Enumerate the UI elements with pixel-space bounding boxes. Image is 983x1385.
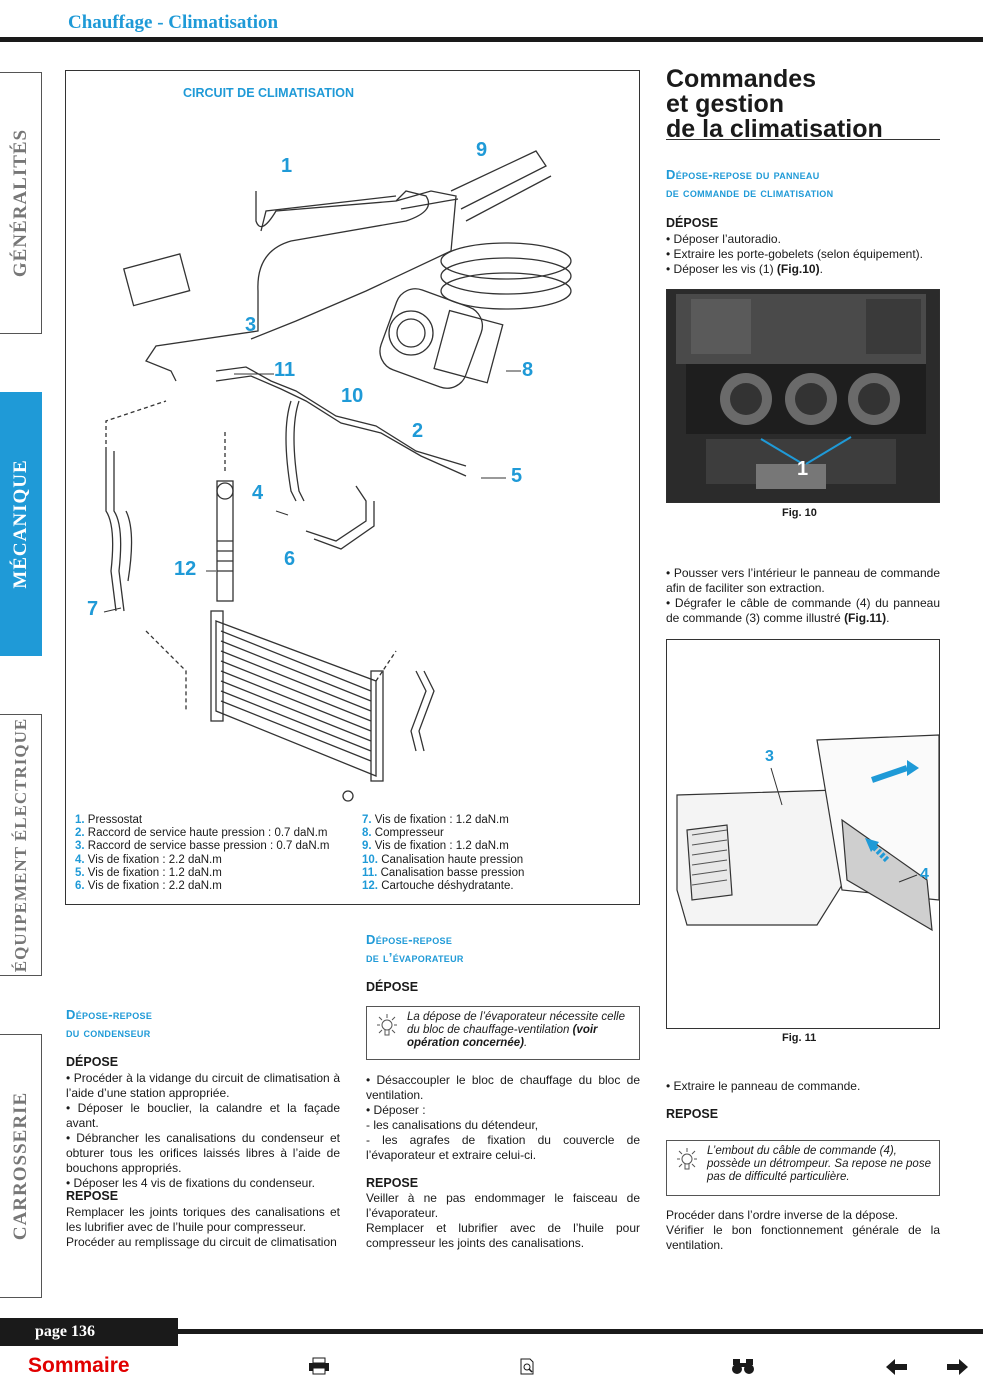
commandes-repose-label: REPOSE [666, 1107, 719, 1121]
binoculars-icon[interactable] [731, 1357, 755, 1375]
legend-item: 9. Vis de fixation : 1.2 daN.m [362, 840, 509, 853]
fig11-illustration [676, 734, 939, 932]
page-number: page 136 [0, 1318, 178, 1346]
heading-line: Dépose-repose du panneau [666, 167, 820, 182]
evaporateur-depose-text: • Désaccoupler le bloc de chauffage du b… [366, 1073, 640, 1162]
footer-rule [178, 1329, 983, 1334]
legend-item: 2. Raccord de service haute pression : 0… [75, 827, 328, 840]
fig11-caption: Fig. 11 [782, 1032, 817, 1044]
evaporateur-repose-text: Veiller à ne pas endommager le faisceau … [366, 1191, 640, 1250]
condenseur-heading: Dépose-repose du condenseur [66, 1006, 346, 1042]
legend-item: 12. Cartouche déshydratante. [362, 880, 514, 893]
fig11-callout-3: 3 [765, 748, 774, 765]
heading-line: du condenseur [66, 1025, 151, 1040]
tab-generalites[interactable]: GÉNÉRALITÉS [0, 72, 42, 334]
tab-equipement-electrique[interactable]: ÉQUIPEMENT ÉLECTRIQUE [0, 714, 42, 976]
commandes-heading: Dépose-repose du panneau de commande de … [666, 166, 940, 202]
sommaire-link[interactable]: Sommaire [28, 1354, 130, 1377]
callout-7: 7 [87, 598, 99, 620]
commandes-mid-text: • Pousser vers l’intérieur le panneau de… [666, 566, 940, 625]
evaporateur-depose-label: DÉPOSE [366, 980, 419, 994]
lightbulb-icon [377, 1014, 397, 1036]
section-title: Chauffage - Climatisation [68, 12, 279, 33]
tab-carrosserie[interactable]: CARROSSERIE [0, 1034, 42, 1298]
heading-line: Dépose-repose [366, 932, 453, 947]
diagram-legend-left: 1. Pressostat 2. Raccord de service haut… [75, 814, 365, 893]
legend-item: 7. Vis de fixation : 1.2 daN.m [362, 814, 509, 826]
page-zoom-icon[interactable] [519, 1358, 537, 1376]
legend-item: 4. Vis de fixation : 2.2 daN.m [75, 853, 222, 866]
legend-item: 5. Vis de fixation : 1.2 daN.m [75, 866, 222, 879]
commandes-depose-text: • Déposer l’autoradio. • Extraire les po… [666, 232, 923, 276]
lightbulb-icon [677, 1148, 697, 1170]
heading-line: de commande de climatisation [666, 185, 834, 200]
condenseur-repose-label: REPOSE [66, 1189, 119, 1203]
commandes-note: L’embout du câble de commande (4), possè… [666, 1140, 940, 1196]
legend-item: 6. Vis de fixation : 2.2 daN.m [75, 880, 222, 893]
commandes-final-text: Procéder dans l’ordre inverse de la dépo… [666, 1208, 940, 1252]
evaporateur-heading: Dépose-repose de l’évaporateur [366, 931, 640, 967]
tab-label: MÉCANIQUE [9, 459, 31, 589]
callout-6: 6 [284, 548, 296, 570]
fig10-caption: Fig. 10 [782, 507, 817, 519]
condenseur-repose-text: Remplacer les joints toriques des canali… [66, 1205, 340, 1249]
callout-8: 8 [522, 359, 534, 381]
fig11-frame [666, 639, 940, 1029]
callout-2: 2 [412, 420, 424, 442]
legend-item: 11. Canalisation basse pression [362, 866, 525, 879]
printer-icon[interactable] [308, 1357, 330, 1375]
callout-11: 11 [274, 359, 296, 381]
arrow-right-icon[interactable] [946, 1359, 968, 1375]
tab-label: GÉNÉRALITÉS [9, 128, 31, 278]
legend-item: 8. Compresseur [362, 827, 444, 840]
commandes-depose-label: DÉPOSE [666, 216, 719, 230]
callout-12: 12 [174, 558, 197, 580]
ac-circuit-diagram [103, 150, 572, 802]
title-rule [666, 139, 940, 140]
diagram-legend-right: 7. Vis de fixation : 1.2 daN.m 8. Compre… [362, 814, 632, 893]
title-line: de la climatisation [666, 115, 883, 143]
commandes-extract-text: • Extraire le panneau de commande. [666, 1079, 861, 1093]
diagram-frame [65, 70, 640, 905]
callout-3: 3 [245, 314, 257, 336]
evaporateur-note: La dépose de l’évaporateur nécessite cel… [366, 1006, 640, 1060]
heading-line: Dépose-repose [66, 1007, 153, 1022]
title-line: Commandes [666, 65, 817, 93]
legend-item: 10. Canalisation haute pression [362, 853, 524, 866]
condenseur-depose-label: DÉPOSE [66, 1055, 119, 1069]
tab-mecanique[interactable]: MÉCANIQUE [0, 392, 42, 656]
fig11-callout-4: 4 [920, 866, 929, 883]
diagram-title: CIRCUIT DE CLIMATISATION [183, 86, 355, 100]
legend-item: 3. Raccord de service basse pression : 0… [75, 840, 330, 853]
fig10-photo [666, 289, 940, 503]
legend-item: 1. Pressostat [75, 814, 143, 826]
fig10-callout-1: 1 [797, 458, 809, 480]
callout-4: 4 [252, 482, 264, 504]
header-rule [0, 37, 983, 42]
condenseur-depose-text: • Procéder à la vidange du circuit de cl… [66, 1071, 340, 1190]
evaporateur-repose-label: REPOSE [366, 1176, 419, 1190]
tab-label: CARROSSERIE [9, 1091, 31, 1241]
arrow-left-icon[interactable] [886, 1359, 908, 1375]
title-line: et gestion [666, 90, 785, 118]
callout-10: 10 [341, 385, 364, 407]
callout-5: 5 [511, 465, 523, 487]
page-title: Commandes et gestion de la climatisation [666, 67, 883, 142]
heading-line: de l’évaporateur [366, 950, 464, 965]
callout-1: 1 [281, 155, 293, 177]
callout-9: 9 [476, 139, 488, 161]
tab-label: ÉQUIPEMENT ÉLECTRIQUE [10, 717, 30, 973]
